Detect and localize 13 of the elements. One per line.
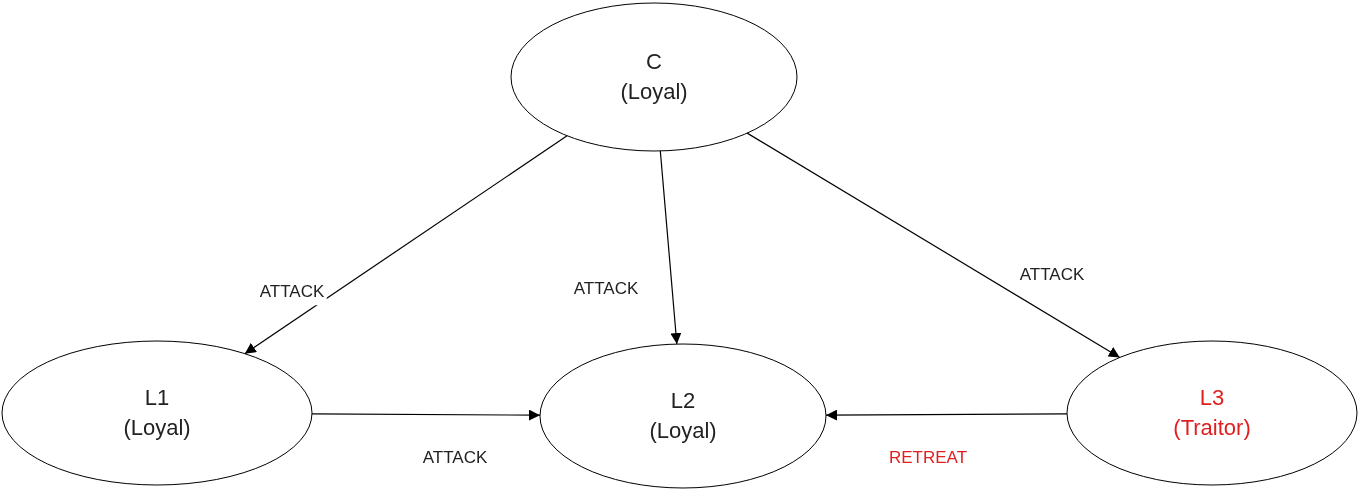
node-label: C (Loyal): [620, 48, 688, 106]
node-label: L2 (Loyal): [649, 387, 717, 445]
ellipse-node: [1, 340, 313, 486]
arrow: [659, 150, 682, 345]
ellipse-node: [510, 2, 798, 152]
ellipse-node: [1066, 340, 1358, 486]
arrow: [746, 132, 1121, 359]
node-label: L1 (Loyal): [123, 384, 191, 442]
arrow: [244, 135, 568, 355]
arrow: [311, 409, 541, 421]
node-label: L3 (Traitor): [1173, 384, 1251, 442]
arrow: [825, 409, 1068, 421]
ellipse-node: [539, 343, 827, 489]
